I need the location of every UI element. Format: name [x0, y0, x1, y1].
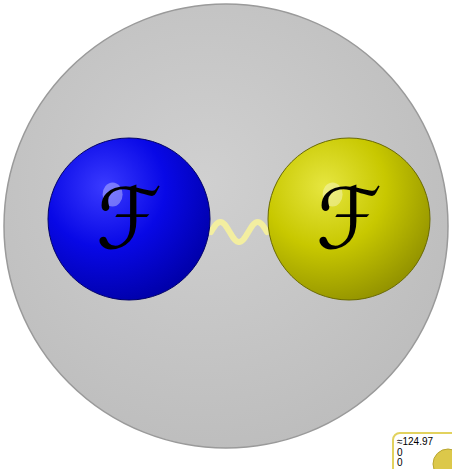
field-symbol: ℱ [96, 177, 162, 261]
particle-card: ≈124.9700 [392, 432, 452, 469]
particle-disc [433, 449, 452, 469]
sphere-fill [268, 138, 430, 300]
quantum-number: 0 [397, 458, 452, 469]
field-symbol: ℱ [316, 177, 382, 261]
mass-value: ≈124.97 [397, 437, 452, 448]
sphere-fill [48, 138, 210, 300]
quantum-number: 0 [397, 448, 452, 459]
quark-sphere: ℱ [47, 137, 211, 301]
hadron-sphere [4, 4, 448, 448]
quark-sphere: ℱ [267, 137, 431, 301]
gluon-line [211, 222, 267, 242]
